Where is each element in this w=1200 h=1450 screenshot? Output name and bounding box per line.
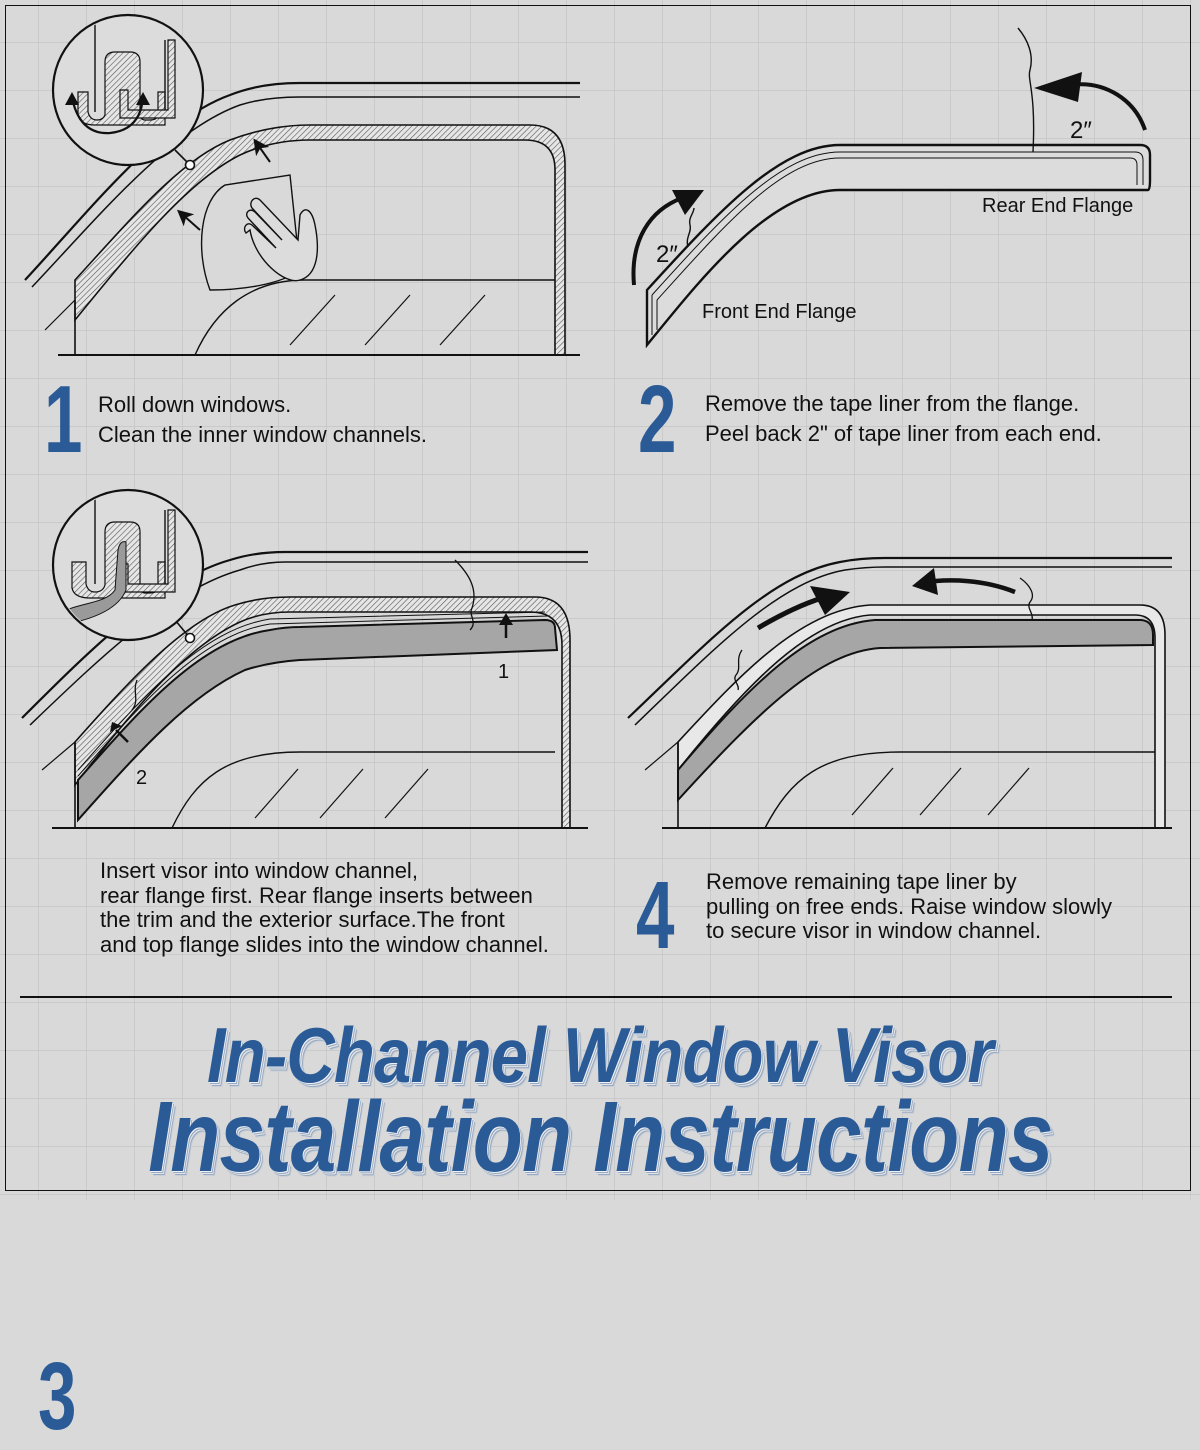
peel-arrow-front-icon [631, 196, 683, 286]
outer-frame [5, 5, 1191, 1191]
tape-liner-rear-icon [1017, 27, 1035, 153]
arrow-up-icon [65, 92, 79, 105]
step-4-panel: 4 Remove remaining tape liner by pulling… [600, 480, 1200, 980]
step-4-text: Remove remaining tape liner by pulling o… [706, 869, 1112, 943]
order-2-label: 2 [136, 767, 147, 789]
step-3-text: Insert visor into window channel, rear f… [100, 858, 549, 957]
rear-flange-label: Rear End Flange [982, 195, 1133, 217]
step-3-illustration: 1 2 [21, 488, 588, 829]
title-line-1-text: In-Channel Window Visor [207, 1011, 994, 1099]
arrow-up-icon [499, 613, 513, 638]
tape-liner-icon [1019, 577, 1034, 621]
tape-liner-icon [131, 679, 138, 711]
title-line-2: Installation Instructions [0, 1082, 1200, 1192]
visor-icon [645, 143, 1152, 349]
step-2-panel: 2″ 2″ Rear End Flange Front End Flange 2… [600, 0, 1200, 480]
pull-arrow-left-icon [912, 568, 1016, 595]
section-divider [20, 996, 1172, 998]
arrow-up-icon [136, 92, 150, 105]
step-2-illustration: 2″ 2″ Rear End Flange Front End Flange [631, 27, 1152, 349]
tape-liner-icon [734, 649, 743, 691]
step-1-panel: 1 Roll down windows. Clean the inner win… [0, 0, 600, 480]
front-flange-label: Front End Flange [702, 301, 857, 323]
title-line-1: In-Channel Window Visor [0, 1010, 1200, 1100]
peel-arrow-rear-icon [1069, 82, 1147, 131]
arrow-up-left-icon [110, 722, 129, 743]
background-grid [0, 0, 1200, 1200]
rear-measure-label: 2″ [1070, 117, 1092, 144]
arrow-icon [253, 138, 271, 163]
step-2-text: Remove the tape liner from the flange. P… [705, 391, 1102, 446]
magnifier-pin-icon [184, 159, 196, 171]
magnifier-cross-section-icon [51, 488, 205, 642]
step-3-panel: 1 2 3 Insert visor into window channel, … [0, 480, 600, 1445]
step-1-text: Roll down windows. Clean the inner windo… [98, 392, 427, 447]
magnifier-cross-section-icon [51, 13, 205, 167]
step-4-illustration [627, 556, 1172, 829]
arrow-icon [177, 209, 201, 231]
magnifier-pin-icon [184, 632, 196, 644]
order-1-label: 1 [498, 661, 509, 683]
hand-icon [243, 197, 319, 282]
title-line-2-text: Installation Instructions [147, 1081, 1053, 1193]
front-measure-label: 2″ [656, 241, 678, 268]
tape-liner-front-icon [686, 207, 695, 248]
step-2-number: 2 [638, 366, 676, 473]
step-4-number: 4 [636, 862, 674, 969]
step-1-number: 1 [44, 366, 82, 473]
pull-arrow-right-icon [756, 586, 850, 631]
step-3-number: 3 [38, 1343, 76, 1450]
step-1-illustration [24, 13, 580, 356]
tape-liner-icon [454, 559, 475, 631]
